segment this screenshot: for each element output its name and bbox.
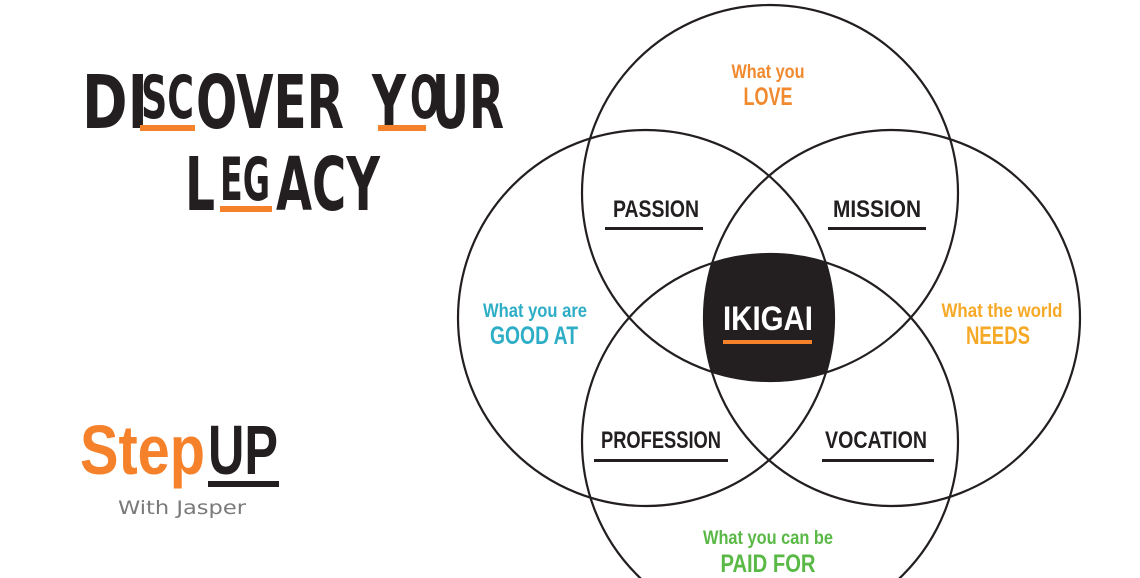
caption-love-line2: LOVE: [744, 83, 793, 111]
caption-needs-line2: NEEDS: [966, 322, 1030, 350]
heading-segment: OVER: [196, 60, 344, 146]
label-passion-text: PASSION: [613, 196, 699, 223]
label-profession-underline: [594, 459, 728, 462]
circle-needs: [702, 128, 1082, 508]
heading-underline: [220, 206, 272, 212]
caption-paid-for-line1: What you can be: [703, 528, 833, 549]
label-vocation-underline: [822, 459, 934, 462]
caption-paid-for-line2: PAID FOR: [721, 550, 816, 578]
logo-subtitle: With Jasper: [118, 497, 246, 519]
heading-underline: [140, 125, 195, 131]
heading-segment: UR: [432, 60, 504, 146]
caption-needs: What the world NEEDS: [942, 301, 1063, 350]
label-vocation-text: VOCATION: [825, 427, 927, 454]
logo-step-text: Step: [80, 411, 205, 489]
caption-good-at-line1: What you are: [483, 301, 587, 322]
heading-underline: [378, 125, 426, 131]
ikigai-center-region: [704, 254, 834, 381]
label-passion-underline: [605, 227, 703, 230]
ikigai-center-underline: [723, 340, 812, 344]
heading-segment: Y: [371, 60, 407, 146]
label-profession-text: PROFESSION: [601, 427, 721, 454]
label-vocation: VOCATION: [822, 427, 934, 462]
heading-segment: L: [185, 142, 215, 228]
heading-segment-underlined: EG: [220, 145, 270, 215]
ikigai-center-label: IKIGAI: [723, 300, 813, 344]
logo-up-text: UP: [208, 411, 278, 489]
caption-needs-line1: What the world: [942, 301, 1063, 322]
caption-good-at-line2: GOOD AT: [490, 322, 578, 350]
caption-love-line1: What you: [732, 62, 805, 83]
heading-segment: ACY: [276, 142, 381, 228]
label-mission-text: MISSION: [833, 196, 921, 223]
logo-underline: [208, 481, 279, 487]
heading-line-1: DI SC OVER Y O UR: [82, 60, 504, 146]
ikigai-center-text: IKIGAI: [723, 300, 813, 338]
circle-good-at: [456, 128, 836, 508]
heading-segment: DI: [82, 60, 148, 146]
page-heading: DI SC OVER Y O UR L EG ACY: [82, 60, 504, 228]
heading-segment-underlined: O: [410, 63, 440, 133]
label-mission: MISSION: [828, 196, 926, 230]
label-profession: PROFESSION: [594, 427, 728, 462]
ikigai-venn-diagram: What you LOVE What you are GOOD AT What …: [456, 3, 1082, 578]
circle-love: [580, 3, 960, 383]
label-mission-underline: [828, 227, 926, 230]
label-passion: PASSION: [605, 196, 703, 230]
circle-paid-for: [580, 252, 960, 578]
caption-love: What you LOVE: [732, 62, 805, 111]
caption-paid-for: What you can be PAID FOR: [703, 528, 833, 578]
heading-line-2: L EG ACY: [185, 142, 381, 228]
caption-good-at: What you are GOOD AT: [483, 301, 587, 350]
stepup-logo: Step UP With Jasper: [80, 411, 279, 519]
heading-segment-underlined: SC: [141, 63, 194, 133]
